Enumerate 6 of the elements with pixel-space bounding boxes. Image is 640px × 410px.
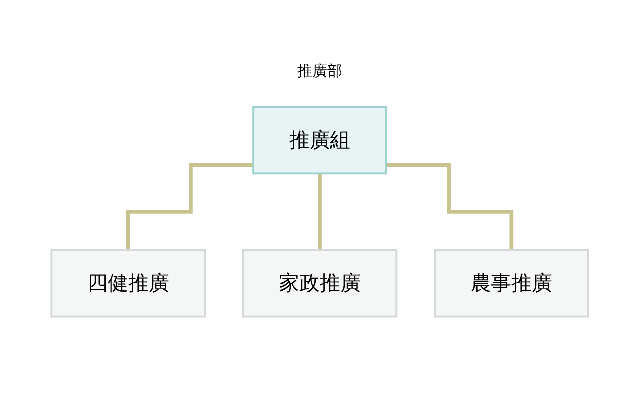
node-box: 推廣組 [252,106,388,175]
node-box: 家政推廣 [242,249,398,318]
node-box: 四健推廣 [50,249,206,318]
diagram-title: 推廣部 [298,62,342,81]
node-box: 農事推廣 [434,249,590,318]
connector [318,172,322,252]
